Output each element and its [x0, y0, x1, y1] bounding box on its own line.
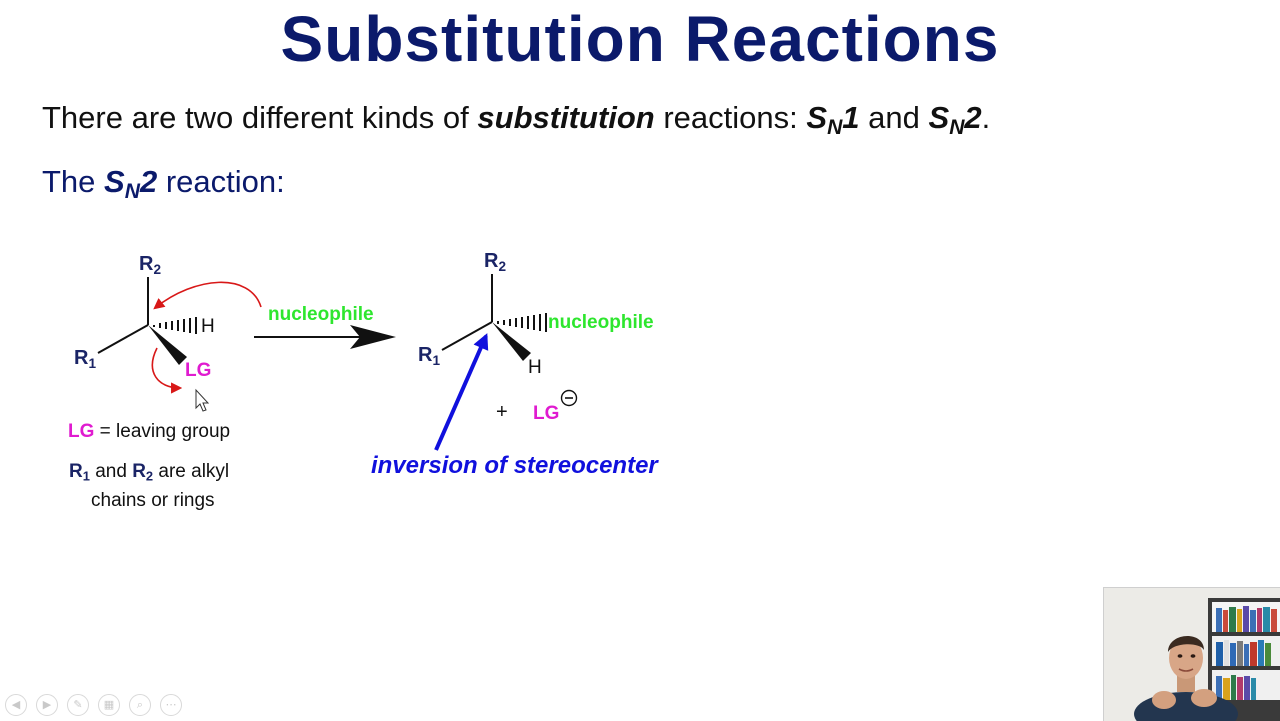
presenter-webcam: [1103, 587, 1280, 721]
inversion-annotation: inversion of stereocenter: [371, 452, 658, 479]
reactant-h-label: H: [201, 316, 215, 337]
leaving-group-arrow: [151, 347, 183, 394]
slide-title: Substitution Reactions: [280, 3, 1000, 75]
lg-legend: LG = leaving group: [68, 421, 231, 442]
reactant-r2-label: R2: [139, 253, 162, 277]
next-icon[interactable]: ▶: [36, 694, 58, 716]
product-r2-label: R2: [484, 250, 507, 274]
product-hashed-bond: [497, 313, 547, 332]
plus-sign: +: [496, 401, 508, 423]
sn2-term: SN2: [928, 100, 982, 139]
intro-and: and: [859, 100, 929, 135]
intro-middle: reactions:: [654, 100, 807, 135]
product-lg-label: LG: [533, 403, 560, 424]
inversion-arrow: [434, 333, 489, 451]
substitution-emphasis: substitution: [477, 100, 655, 135]
arrow-nucleophile-label: nucleophile: [268, 304, 374, 325]
product-wedge-bond: [492, 322, 531, 361]
intro-period: .: [981, 100, 991, 135]
zoom-icon[interactable]: ⌕: [129, 694, 151, 716]
reaction-arrow-head: [350, 325, 396, 349]
reactant-wedge-bond: [148, 325, 187, 365]
webcam-scene: [1104, 588, 1280, 721]
product-nucleophile-label: nucleophile: [548, 312, 654, 333]
reactant-r1-label: R1: [74, 347, 97, 371]
reactant-hashed-bond: [153, 317, 197, 334]
intro-prefix: There are two different kinds of: [42, 100, 478, 135]
prev-icon[interactable]: ◀: [5, 694, 27, 716]
r-groups-legend-line2: chains or rings: [91, 490, 215, 511]
nucleophile-attack-arrow: [153, 281, 262, 310]
intro-sentence: There are two different kinds of substit…: [42, 100, 991, 139]
product-r1-label: R1: [418, 344, 441, 368]
mouse-cursor-icon: [195, 388, 210, 412]
reactant-bond-r1: [97, 324, 149, 354]
negative-charge-circle: [560, 389, 578, 407]
r-groups-legend: R1 and R2 are alkyl: [69, 461, 230, 484]
pen-icon[interactable]: ✎: [67, 694, 89, 716]
product-h-label: H: [528, 357, 542, 378]
sn1-term: SN1: [806, 100, 860, 139]
reactant-lg-label: LG: [185, 360, 212, 381]
more-icon[interactable]: ⋯: [160, 694, 182, 716]
product-bond-r1: [441, 321, 493, 351]
sn2-heading: The SN2 reaction:: [42, 164, 285, 203]
slides-icon[interactable]: ▦: [98, 694, 120, 716]
